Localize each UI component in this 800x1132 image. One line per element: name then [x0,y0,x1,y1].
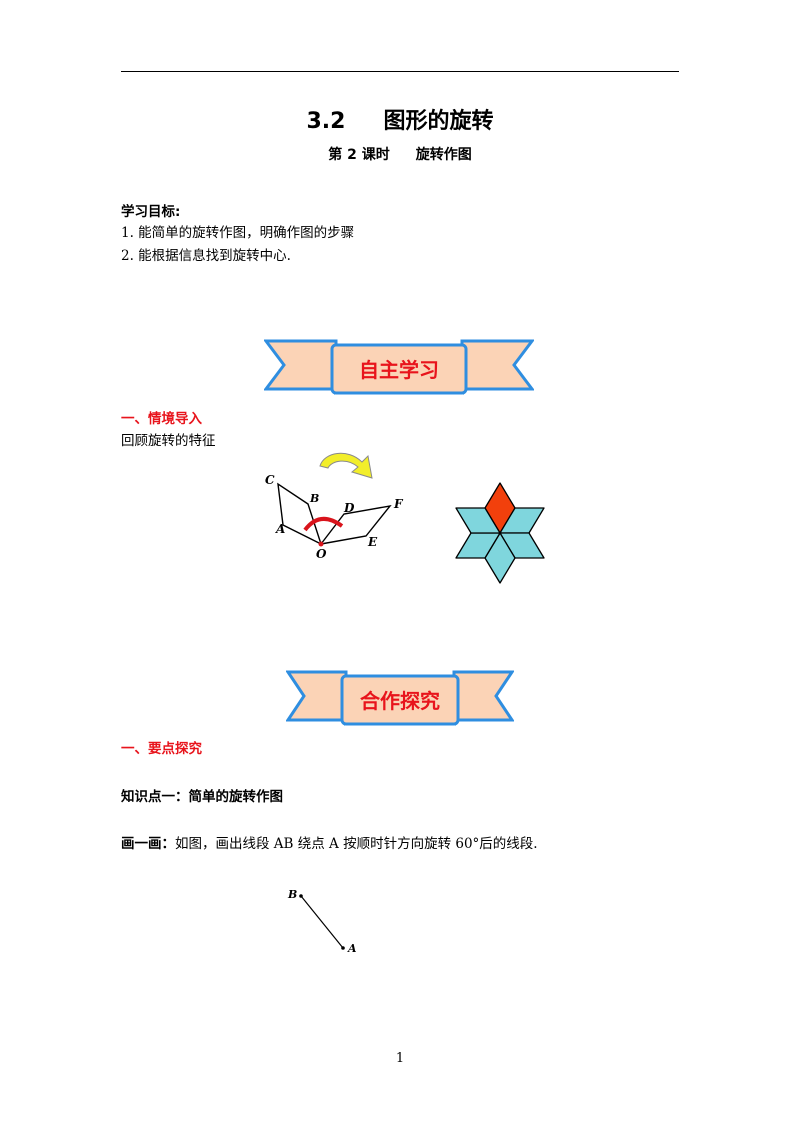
center-point-o [318,541,324,547]
quad-original [277,482,322,545]
objectives-heading: 学习目标: [121,204,181,220]
self-study-banner-label: 自主学习 [359,358,439,382]
segment-ab [300,895,344,949]
title-text: 图形的旋转 [383,109,494,134]
label-b: B [309,492,319,505]
cooperation-banner-label: 合作探究 [360,689,440,713]
top-rule [121,71,679,72]
cooperation-banner: 合作探究 [286,670,514,726]
label-point-b: B [287,888,297,901]
section-number: 3.2 [306,109,346,134]
page-title: 3.2 图形的旋转 [0,103,800,135]
page-number: 1 [395,1051,405,1066]
label-e: E [367,535,378,549]
task-label: 画一画： [121,836,175,852]
label-c: C [265,473,275,487]
rhombus-teal-5 [455,507,501,534]
rotation-figure: C B D F A O E [265,452,404,561]
rhombus-star-figure [455,482,545,584]
label-f: F [393,497,404,511]
objective-item-2: 2. 能根据信息找到旋转中心. [121,248,291,264]
objective-item-1: 1. 能简单的旋转作图，明确作图的步骤 [121,225,355,241]
page-subtitle: 第 2 课时 旋转作图 [0,144,800,164]
label-a: A [275,522,285,536]
point-b [299,894,303,898]
quad-rotated [320,504,392,545]
section1-intro: 回顾旋转的特征 [121,433,216,449]
self-study-banner: 自主学习 [264,339,534,395]
label-point-a: A [347,942,357,955]
rotation-arrow-icon [319,452,373,479]
lesson-topic: 旋转作图 [415,147,472,163]
knowledge-point-heading: 知识点一：简单的旋转作图 [121,789,283,805]
section1-heading: 一、情境导入 [121,411,202,427]
label-o: O [316,547,327,561]
rotation-angle-arc [303,517,344,532]
point-a [341,946,345,950]
task-text: 如图，画出线段 AB 绕点 A 按顺时针方向旋转 60°后的线段. [175,836,538,852]
segment-ab-figure: B A [287,888,357,955]
task-paragraph: 画一画：如图，画出线段 AB 绕点 A 按顺时针方向旋转 60°后的线段. [121,835,538,853]
lesson-number: 第 2 课时 [328,147,390,163]
section2-heading: 一、要点探究 [121,741,202,757]
label-d: D [343,501,355,515]
